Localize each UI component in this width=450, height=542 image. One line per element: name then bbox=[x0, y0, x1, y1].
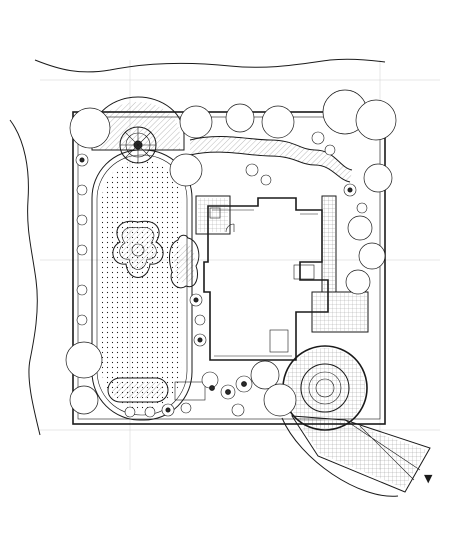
left-boundary-curve bbox=[9, 119, 41, 436]
lower-pond bbox=[107, 377, 206, 403]
side-water-feature bbox=[169, 234, 200, 289]
quatrefoil-pool bbox=[112, 220, 164, 278]
diagonal-walkway bbox=[281, 415, 431, 497]
canopy-trees bbox=[65, 89, 397, 417]
oval-garden bbox=[91, 149, 193, 421]
north-arrow-icon: ▼ bbox=[424, 472, 433, 485]
upper-terrace bbox=[195, 195, 231, 235]
top-boundary-curve bbox=[34, 58, 386, 73]
east-terrace bbox=[311, 195, 369, 333]
accent-shrubs bbox=[79, 157, 353, 413]
circular-plaza bbox=[282, 345, 368, 431]
top-garden-path bbox=[189, 135, 353, 183]
north-arrow: ▼ bbox=[424, 472, 433, 485]
